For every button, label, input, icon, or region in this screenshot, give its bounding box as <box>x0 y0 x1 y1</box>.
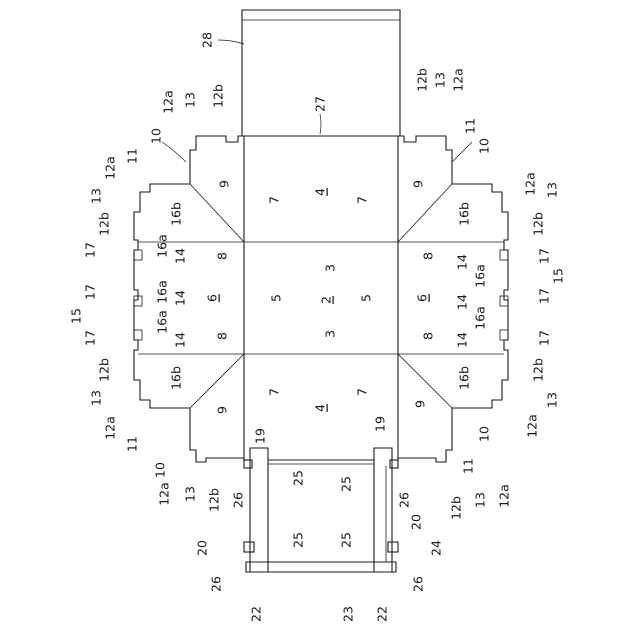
label-26: 26 <box>411 576 426 592</box>
label-12a: 12a <box>161 90 176 114</box>
label-16a: 16a <box>155 234 170 258</box>
label-16a: 16a <box>155 310 170 334</box>
label-13: 13 <box>545 392 560 408</box>
label-7: 7 <box>267 196 282 204</box>
label-12a: 12a <box>525 414 540 438</box>
label-12b: 12b <box>449 496 464 520</box>
label-16a: 16a <box>473 264 488 288</box>
label-12b: 12b <box>531 358 546 382</box>
label-17: 17 <box>537 288 552 304</box>
label-10: 10 <box>149 128 164 144</box>
label-16a: 16a <box>473 306 488 330</box>
label-10: 10 <box>477 426 492 442</box>
label-14: 14 <box>173 332 188 348</box>
label-4: 4 <box>313 404 328 412</box>
label-3: 3 <box>323 264 338 272</box>
label-25: 25 <box>291 470 306 486</box>
label-13: 13 <box>545 182 560 198</box>
label-15: 15 <box>551 268 566 284</box>
label-26: 26 <box>209 576 224 592</box>
label-12b: 12b <box>211 84 226 108</box>
label-23: 23 <box>341 606 356 622</box>
label-11: 11 <box>125 436 140 452</box>
label-28: 28 <box>200 32 215 48</box>
label-7: 7 <box>267 388 282 396</box>
label-12b: 12b <box>207 488 222 512</box>
label-12a: 12a <box>451 68 466 92</box>
label-12a: 12a <box>103 156 118 180</box>
label-15: 15 <box>69 308 84 324</box>
label-8: 8 <box>215 252 230 260</box>
label-12b: 12b <box>97 358 112 382</box>
label-17: 17 <box>537 248 552 264</box>
label-19: 19 <box>253 428 268 444</box>
label-13: 13 <box>89 390 104 406</box>
label-9: 9 <box>411 180 426 188</box>
label-12b: 12b <box>415 68 430 92</box>
label-13: 13 <box>89 188 104 204</box>
label-9: 9 <box>217 180 232 188</box>
label-11: 11 <box>461 458 476 474</box>
label-12a: 12a <box>523 172 538 196</box>
label-7: 7 <box>355 388 370 396</box>
label-17: 17 <box>83 242 98 258</box>
label-16b: 16b <box>169 366 184 390</box>
label-11: 11 <box>463 118 478 134</box>
label-16b: 16b <box>457 366 472 390</box>
label-5: 5 <box>269 294 284 302</box>
reference-labels: 28 27 13 12a 12b 12b 13 12a 10 11 11 10 … <box>69 32 566 622</box>
label-5: 5 <box>359 294 374 302</box>
label-12a: 12a <box>497 484 512 508</box>
label-12b: 12b <box>97 212 112 236</box>
label-9: 9 <box>413 400 428 408</box>
label-11: 11 <box>125 148 140 164</box>
label-14: 14 <box>455 254 470 270</box>
label-8: 8 <box>215 332 230 340</box>
label-10: 10 <box>153 462 168 478</box>
label-24: 24 <box>429 540 444 556</box>
label-13: 13 <box>183 92 198 108</box>
label-16b: 16b <box>169 202 184 226</box>
label-4: 4 <box>313 188 328 196</box>
label-25: 25 <box>339 476 354 492</box>
label-2: 2 <box>319 296 334 304</box>
label-17: 17 <box>83 284 98 300</box>
label-16b: 16b <box>457 202 472 226</box>
label-27: 27 <box>313 96 328 112</box>
fold-lines <box>134 184 508 408</box>
label-25: 25 <box>339 532 354 548</box>
label-12b: 12b <box>531 212 546 236</box>
label-7: 7 <box>355 196 370 204</box>
label-19: 19 <box>373 416 388 432</box>
label-14: 14 <box>455 332 470 348</box>
label-8: 8 <box>421 332 436 340</box>
label-16a: 16a <box>155 280 170 304</box>
label-8: 8 <box>421 252 436 260</box>
label-14: 14 <box>173 248 188 264</box>
label-26: 26 <box>231 492 246 508</box>
label-20: 20 <box>195 540 210 556</box>
label-6: 6 <box>415 294 430 302</box>
label-22: 22 <box>375 606 390 622</box>
label-10: 10 <box>477 138 492 154</box>
label-13: 13 <box>433 72 448 88</box>
label-9: 9 <box>215 406 230 414</box>
label-6: 6 <box>205 294 220 302</box>
label-20: 20 <box>409 514 424 530</box>
label-22: 22 <box>249 606 264 622</box>
label-12a: 12a <box>103 416 118 440</box>
label-17: 17 <box>83 330 98 346</box>
label-17: 17 <box>537 330 552 346</box>
label-14: 14 <box>455 294 470 310</box>
label-13: 13 <box>473 492 488 508</box>
label-26: 26 <box>397 492 412 508</box>
label-12a: 12a <box>157 482 172 506</box>
label-3: 3 <box>323 330 338 338</box>
label-14: 14 <box>173 290 188 306</box>
label-25: 25 <box>291 532 306 548</box>
label-13: 13 <box>183 486 198 502</box>
